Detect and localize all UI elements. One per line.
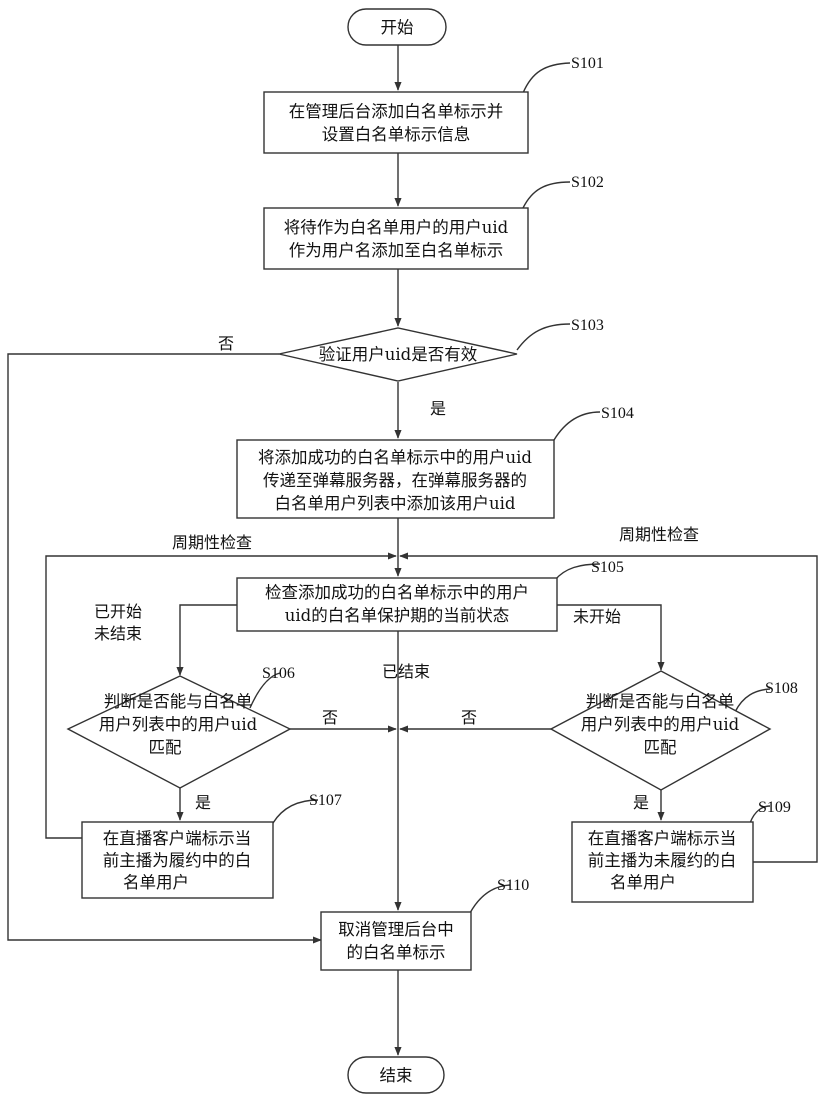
leader-s102	[523, 182, 570, 208]
s103-yes-label: 是	[430, 399, 446, 418]
s102-line-2: 作为用户名添加至白名单标示	[289, 241, 504, 260]
s108-line-3: 匹配	[644, 738, 677, 757]
s107-line-3: 名单用户	[123, 873, 189, 892]
s101-line-2: 设置白名单标示信息	[322, 125, 471, 144]
s106-line-3: 匹配	[149, 738, 182, 757]
step-label-s107: S107	[309, 792, 342, 809]
s106-line-1: 判断是否能与白名单	[104, 692, 253, 711]
s109-line-3: 名单用户	[610, 873, 676, 892]
decision-s103: 验证用户uid是否有效 S103 否 是	[218, 317, 604, 418]
s102-line-1: 将待作为白名单用户的用户uid	[284, 218, 509, 237]
process-s107: 在直播客户端标示当 前主播为履约中的白 名单用户 S107	[82, 792, 342, 898]
s110-line-2: 的白名单标示	[347, 943, 446, 962]
s108-line-1: 判断是否能与白名单	[586, 692, 735, 711]
periodic-check-left-label: 周期性检查	[172, 533, 252, 552]
s106-yes-label: 是	[195, 793, 211, 812]
step-label-s106: S106	[262, 665, 295, 682]
process-s104: 将添加成功的白名单标示中的用户uid 传递至弹幕服务器，在弹幕服务器的 白名单用…	[237, 405, 634, 518]
s103-no-label: 否	[218, 334, 234, 353]
s104-line-3: 白名单用户列表中添加该用户uid	[275, 494, 516, 513]
s103-question: 验证用户uid是否有效	[319, 345, 477, 364]
step-label-s108: S108	[765, 680, 798, 697]
process-s102: 将待作为白名单用户的用户uid 作为用户名添加至白名单标示 S102	[264, 174, 604, 269]
step-label-s102: S102	[571, 174, 604, 191]
s107-line-2: 前主播为履约中的白	[103, 851, 252, 870]
s104-line-1: 将添加成功的白名单标示中的用户uid	[258, 448, 532, 467]
decision-s108: 判断是否能与白名单 用户列表中的用户uid 匹配 S108 否 是	[461, 671, 798, 812]
leader-s104	[554, 412, 600, 440]
s110-line-1: 取消管理后台中	[338, 920, 454, 939]
s101-line-1: 在管理后台添加白名单标示并	[289, 102, 504, 121]
s107-line-1: 在直播客户端标示当	[103, 829, 252, 848]
leader-s103	[517, 324, 570, 350]
step-label-s110: S110	[497, 877, 529, 894]
process-s105: 检查添加成功的白名单标示中的用户 uid的白名单保护期的当前状态 S105	[237, 559, 624, 631]
ended-label: 已结束	[382, 662, 430, 681]
end-node: 结束	[348, 1057, 444, 1093]
start-label: 开始	[381, 18, 414, 37]
not-started-label: 未开始	[573, 607, 621, 626]
s108-yes-label: 是	[633, 793, 649, 812]
step-label-s104: S104	[601, 405, 634, 422]
end-label: 结束	[380, 1066, 413, 1085]
process-s101: 在管理后台添加白名单标示并 设置白名单标示信息 S101	[264, 55, 604, 153]
step-label-s105: S105	[591, 559, 624, 576]
s106-no-label: 否	[322, 708, 338, 727]
step-label-s103: S103	[571, 317, 604, 334]
s109-line-2: 前主播为未履约的白	[588, 851, 737, 870]
start-node: 开始	[348, 9, 446, 45]
s104-line-2: 传递至弹幕服务器，在弹幕服务器的	[263, 471, 527, 490]
s105-line-2: uid的白名单保护期的当前状态	[285, 606, 509, 625]
s109-line-1: 在直播客户端标示当	[588, 829, 737, 848]
step-label-s101: S101	[571, 55, 604, 72]
s108-no-label: 否	[461, 708, 477, 727]
connectors	[8, 45, 817, 1055]
s108-line-2: 用户列表中的用户uid	[581, 715, 740, 734]
decision-s106: 判断是否能与白名单 用户列表中的用户uid 匹配 S106 否 是	[68, 665, 338, 812]
s105-line-1: 检查添加成功的白名单标示中的用户	[265, 583, 529, 602]
process-s109: 在直播客户端标示当 前主播为未履约的白 名单用户 S109	[572, 799, 791, 902]
started-not-ended-label-1: 已开始	[94, 602, 142, 621]
path-s105-started	[180, 605, 237, 675]
step-label-s109: S109	[758, 799, 791, 816]
started-not-ended-label-2: 未结束	[94, 624, 142, 643]
s106-line-2: 用户列表中的用户uid	[99, 715, 258, 734]
periodic-check-right-label: 周期性检查	[619, 525, 699, 544]
leader-s101	[523, 63, 570, 93]
process-s110: 取消管理后台中 的白名单标示 S110	[321, 877, 529, 970]
